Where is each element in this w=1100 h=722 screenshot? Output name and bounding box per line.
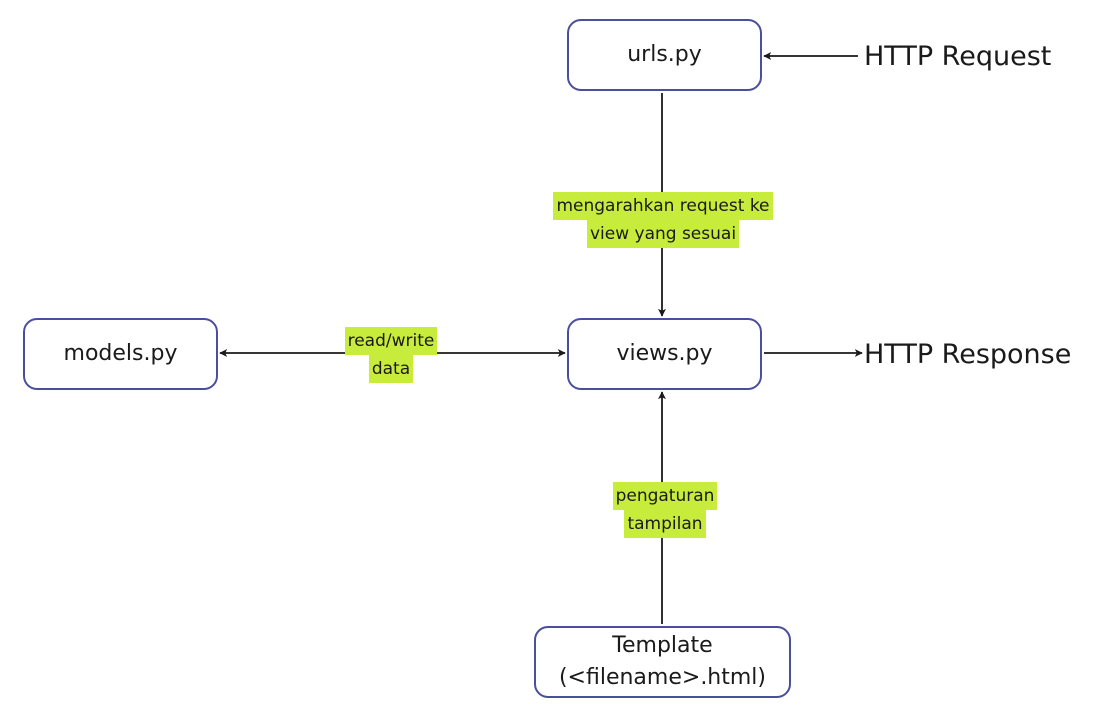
- data-edge-label: read/write data: [340, 327, 442, 383]
- template-node-filename: (<filename>.html): [558, 665, 767, 690]
- routing-edge-label-line1: mengarahkan request ke: [553, 192, 773, 220]
- template-edge-label-line2: tampilan: [624, 510, 706, 538]
- http-request-label: HTTP Request: [864, 41, 1052, 72]
- models-node-label: models.py: [63, 341, 178, 366]
- data-edge-label-line2: data: [368, 355, 414, 383]
- urls-node-label: urls.py: [627, 42, 702, 67]
- template-edge-label: pengaturan tampilan: [606, 482, 724, 538]
- http-response-label: HTTP Response: [864, 339, 1072, 370]
- template-edge-label-line1: pengaturan: [612, 482, 718, 510]
- views-node-label: views.py: [616, 341, 713, 366]
- urls-node: urls.py: [567, 19, 762, 91]
- template-node: Template (<filename>.html): [534, 626, 791, 698]
- views-node: views.py: [567, 318, 762, 390]
- template-node-label: Template: [612, 633, 713, 658]
- routing-edge-label: mengarahkan request ke view yang sesuai: [545, 192, 781, 248]
- models-node: models.py: [23, 318, 218, 390]
- data-edge-label-line1: read/write: [344, 327, 438, 355]
- routing-edge-label-line2: view yang sesuai: [586, 220, 740, 248]
